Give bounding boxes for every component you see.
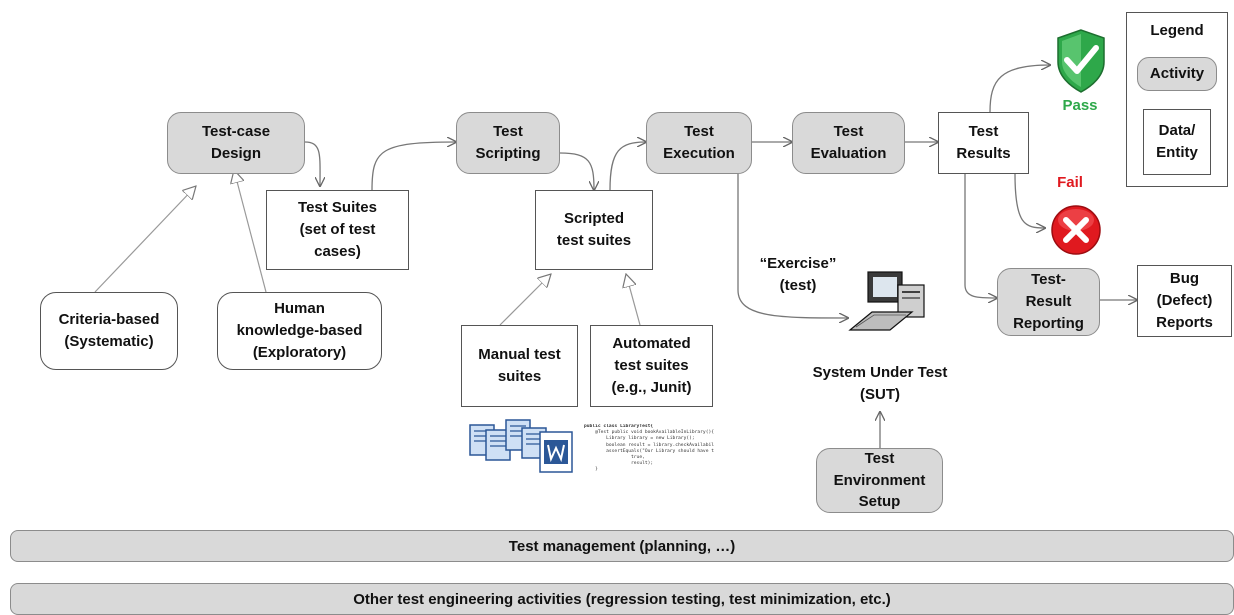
- x-circle-icon: [1051, 205, 1101, 255]
- code-line: public class LibraryTest{: [584, 424, 654, 429]
- generalization-manual: [499, 274, 551, 326]
- arrow-scripted-to-execution: [609, 142, 646, 191]
- arrow-suites-to-scripting: [371, 142, 456, 191]
- code-line: Library library = new Library();: [584, 436, 695, 442]
- code-line: assertEquals("Our Library should have t: [584, 448, 714, 454]
- activity-test-result-reporting: Test- Result Reporting: [997, 268, 1100, 336]
- activity-test-environment-setup: Test Environment Setup: [816, 448, 943, 513]
- test-management-bar: Test management (planning, …): [10, 530, 1234, 562]
- computer-icon: [848, 271, 925, 331]
- code-line: }: [584, 467, 598, 473]
- sut-label: System Under Test (SUT): [812, 364, 948, 403]
- entity-test-suites: Test Suites (set of test cases): [266, 190, 409, 270]
- arrow-scripting-to-scripted: [559, 152, 594, 190]
- code-line: boolean result = library.checkAvailabil: [584, 442, 714, 448]
- activity-test-scripting: Test Scripting: [456, 112, 560, 174]
- junit-code-snippet: public class LibraryTest{ @Test public v…: [584, 424, 754, 488]
- human-knowledge-based-node: Human knowledge-based (Exploratory): [217, 292, 382, 370]
- exercise-label: “Exercise” (test): [759, 255, 837, 294]
- generalization-automated: [626, 274, 641, 326]
- arrow-design-to-suites: [304, 141, 320, 186]
- legend: Legend Activity Data/ Entity: [1126, 12, 1228, 187]
- code-line: result);: [584, 461, 654, 467]
- arrow-results-to-fail: [1014, 173, 1045, 228]
- legend-activity: Activity: [1137, 57, 1217, 91]
- activity-test-case-design: Test-case Design: [167, 112, 305, 174]
- legend-title: Legend: [1150, 22, 1204, 39]
- generalization-criteria: [94, 186, 196, 293]
- code-line: @Test public void bookAvailableInLibrary…: [584, 430, 714, 436]
- legend-data-entity: Data/ Entity: [1143, 109, 1211, 175]
- code-line: true,: [584, 455, 645, 461]
- entity-automated-test-suites: Automated test suites (e.g., Junit): [590, 325, 713, 407]
- arrow-execution-to-sut: [737, 174, 848, 318]
- generalization-human: [234, 170, 267, 293]
- entity-manual-test-suites: Manual test suites: [461, 325, 578, 407]
- pass-label: Pass: [1062, 97, 1098, 114]
- entity-test-results: Test Results: [938, 112, 1029, 174]
- entity-scripted-test-suites: Scripted test suites: [535, 190, 653, 270]
- activity-test-evaluation: Test Evaluation: [792, 112, 905, 174]
- arrow-results-to-pass: [989, 65, 1050, 113]
- word-documents-icon: [469, 419, 573, 473]
- check-shield-icon: [1057, 29, 1105, 93]
- activity-test-execution: Test Execution: [646, 112, 752, 174]
- fail-label: Fail: [1057, 174, 1083, 191]
- entity-bug-reports: Bug (Defect) Reports: [1137, 265, 1232, 337]
- criteria-based-node: Criteria-based (Systematic): [40, 292, 178, 370]
- arrow-results-to-reporting: [964, 174, 997, 298]
- other-activities-bar: Other test engineering activities (regre…: [10, 583, 1234, 615]
